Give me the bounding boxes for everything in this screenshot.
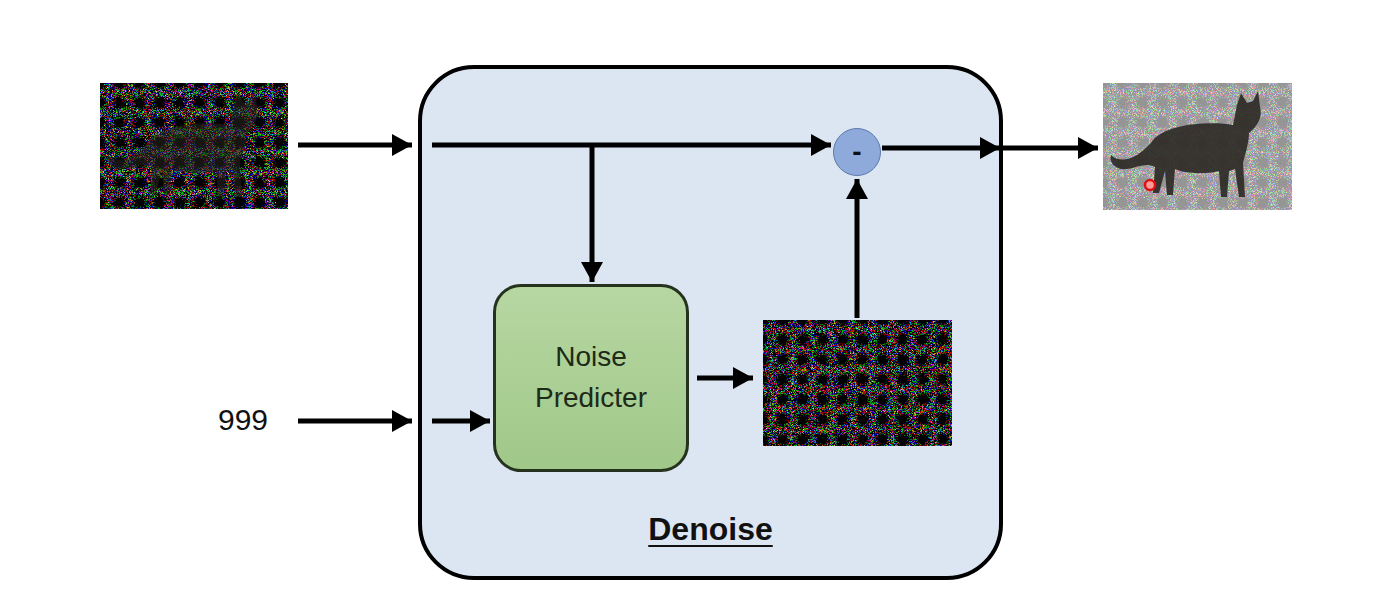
- cat-silhouette: [1110, 91, 1260, 197]
- arrow: [432, 143, 831, 148]
- subtract-circle: -: [833, 128, 881, 176]
- noise-predictor-box: Noise Predicter: [493, 284, 689, 472]
- noise-field: [763, 320, 952, 446]
- denoise-box: Denoise - Noise Predicter: [418, 65, 1003, 580]
- noise-field: [1103, 83, 1292, 210]
- box-label: Noise Predicter: [504, 337, 678, 418]
- arrow: [432, 419, 490, 424]
- image-ground: [1103, 83, 1292, 210]
- arrow: [855, 179, 860, 318]
- pointer-marker: [1145, 180, 1155, 190]
- noise-field: [100, 83, 288, 209]
- arrow: [882, 146, 1000, 151]
- predicted-noise-image: [763, 320, 952, 446]
- operator-symbol: -: [852, 138, 861, 166]
- denoised-output-image: [1103, 83, 1292, 210]
- arrow: [298, 143, 412, 148]
- arrow: [1003, 146, 1098, 151]
- cat-silhouette: [107, 91, 257, 197]
- box-title: Denoise: [648, 511, 772, 548]
- noisy-input-image: [100, 83, 288, 209]
- arrow: [590, 145, 595, 282]
- arrow: [298, 419, 412, 424]
- arrows: [298, 145, 1098, 421]
- arrow: [697, 376, 753, 381]
- timestep-number: 999: [218, 403, 268, 437]
